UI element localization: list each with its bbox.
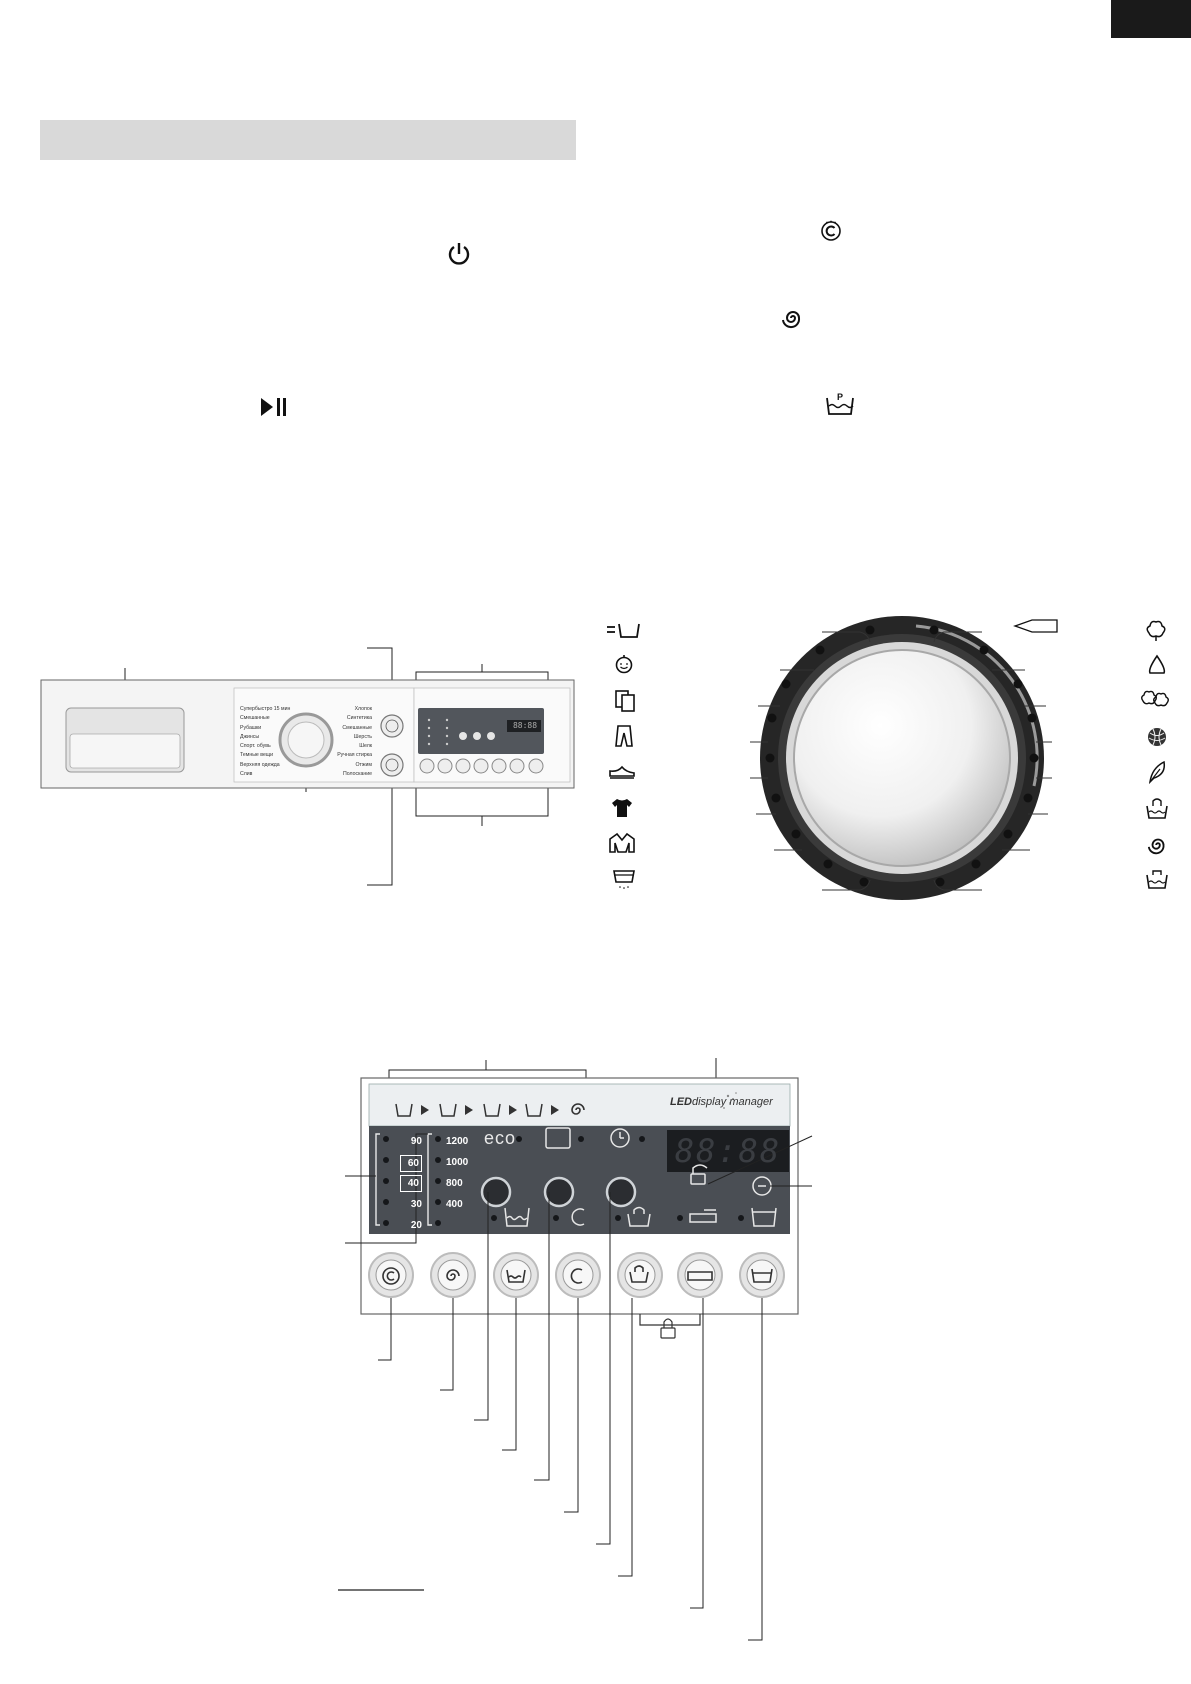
synthetic-icon: [1148, 654, 1166, 674]
jeans-icon: [615, 725, 633, 747]
shoe-icon: [609, 765, 635, 779]
svg-text:P: P: [837, 392, 843, 402]
rinse-icon: [613, 870, 635, 889]
program-label: Рубашки: [240, 724, 262, 731]
spin-1000: 1000: [446, 1157, 469, 1168]
cotton-icon: [1146, 620, 1166, 641]
temp-60: 60: [400, 1155, 422, 1172]
spin-list: 1200 1000 800 400: [446, 1131, 486, 1215]
section-header-bar: [40, 120, 576, 160]
spin-icon: [1147, 838, 1165, 855]
program-label: Шелк: [359, 743, 372, 750]
program-label: Ручная стирка: [337, 752, 372, 759]
front-lcd-readout: 88:88: [512, 721, 538, 730]
dark-shirt-icon: [612, 799, 632, 817]
program-label: Спорт. обувь: [240, 743, 271, 750]
handwash-icon: [1146, 798, 1168, 819]
program-label: Смешанные: [342, 724, 372, 731]
control-panel-illustration: [338, 1058, 813, 1641]
spin-400: 400: [446, 1199, 463, 1210]
corner-tab: [1111, 0, 1191, 38]
prewash-c-icon: [821, 220, 841, 241]
program-label: Хлопок: [354, 706, 372, 712]
program-label: Смешанные: [240, 715, 270, 722]
program-label: Отжим: [355, 761, 372, 768]
power-icon: [448, 243, 470, 265]
temp-90: 90: [410, 1136, 422, 1147]
rinse-hold-icon: [1146, 870, 1168, 889]
program-label: Темные вещи: [240, 752, 273, 759]
temp-40: 40: [400, 1175, 422, 1192]
front-programs-left: Супербыстро 15 мин Смешанные Рубашки Джи…: [240, 705, 320, 779]
program-dial-illustration: [750, 616, 1058, 900]
eco-label: eco: [484, 1128, 517, 1148]
program-label: Джинсы: [240, 733, 260, 740]
temp-20: 20: [410, 1220, 422, 1231]
wool-icon: [1148, 728, 1166, 746]
jacket-icon: [609, 832, 635, 853]
program-label: Синтетика: [346, 715, 372, 722]
front-programs-right: Хлопок Синтетика Смешанные Шерсть Шелк Р…: [330, 705, 372, 779]
mixed-icon: [615, 690, 635, 712]
program-label: Шерсть: [353, 733, 372, 740]
spin-icon: [782, 311, 801, 329]
program-label: Полоскание: [343, 771, 372, 778]
spin-1200: 1200: [446, 1136, 469, 1147]
prewash-p-icon: P: [826, 392, 854, 415]
spin-800: 800: [446, 1178, 463, 1189]
start-pause-icon: [261, 398, 286, 416]
silk-icon: [1148, 760, 1166, 785]
brand-logo: LEDdisplay manager: [670, 1096, 773, 1108]
temp-30: 30: [410, 1199, 422, 1210]
program-label: Супербыстро 15 мин: [240, 706, 291, 712]
brand-led: LED: [670, 1096, 692, 1108]
temperature-list: 90 60 40 30 20: [396, 1131, 422, 1236]
lcd-readout: 88:88: [674, 1132, 782, 1170]
front-panel-illustration: [40, 647, 575, 886]
mixed-cotton-icon: [1141, 690, 1169, 707]
drain-icon: [607, 623, 640, 638]
timer-icon: [615, 655, 633, 674]
brand-display: display: [692, 1096, 727, 1108]
program-label: Верхняя одежда: [240, 761, 280, 768]
program-label: Слив: [240, 771, 253, 778]
brand-manager: manager: [729, 1096, 773, 1108]
